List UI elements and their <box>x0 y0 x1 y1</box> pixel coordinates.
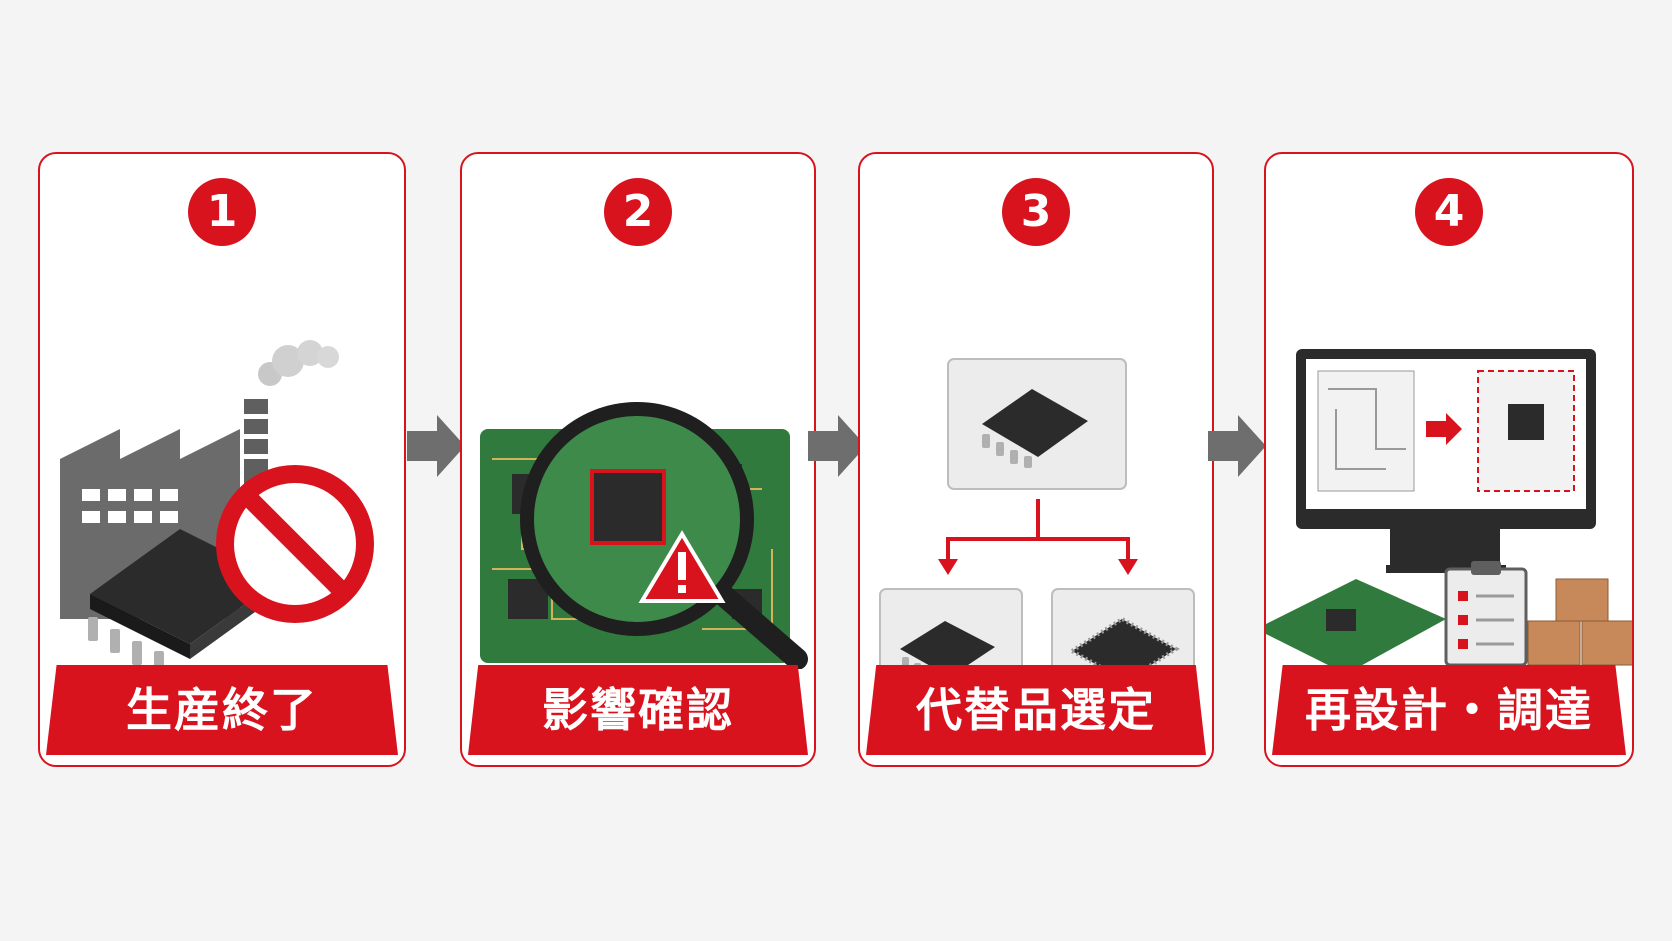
step-1-label: 生産終了 <box>46 665 398 755</box>
step-1-badge: 1 <box>188 178 256 246</box>
arrow-right-icon <box>407 415 465 477</box>
step-2-illustration <box>480 402 808 669</box>
step-3-badge: 3 <box>1002 178 1070 246</box>
circuit-board-icon <box>1266 579 1446 669</box>
step-3-panel: 3 <box>858 152 1214 767</box>
current-part-card <box>947 358 1127 490</box>
arrow-right-icon <box>1426 413 1462 445</box>
arrow-down-icon <box>938 559 958 575</box>
branch-arrow-icon <box>946 499 1130 569</box>
step-4-panel: 4 <box>1264 152 1634 767</box>
step-4-badge: 4 <box>1415 178 1483 246</box>
step-3-label: 代替品選定 <box>866 665 1206 755</box>
arrow-right-icon <box>808 415 866 477</box>
step-2-label: 影響確認 <box>468 665 808 755</box>
step-2-badge: 2 <box>604 178 672 246</box>
monitor-icon <box>1296 349 1596 573</box>
checklist-icon <box>1444 561 1528 667</box>
step-1-panel: 1 <box>38 152 406 767</box>
arrow-right-icon <box>1208 415 1266 477</box>
alternative-part-card-2 <box>1051 588 1195 669</box>
warning-icon <box>638 530 726 603</box>
step-4-label: 再設計・調達 <box>1272 665 1626 755</box>
step-4-illustration <box>1266 349 1632 669</box>
alternative-part-card-1 <box>879 588 1023 669</box>
prohibited-icon <box>216 465 374 623</box>
boxes-icon <box>1527 578 1632 666</box>
step-3-illustration <box>879 358 1195 669</box>
step-1-illustration <box>60 340 374 667</box>
arrow-down-icon <box>1118 559 1138 575</box>
step-2-panel: 2 影響確認 <box>460 152 816 767</box>
